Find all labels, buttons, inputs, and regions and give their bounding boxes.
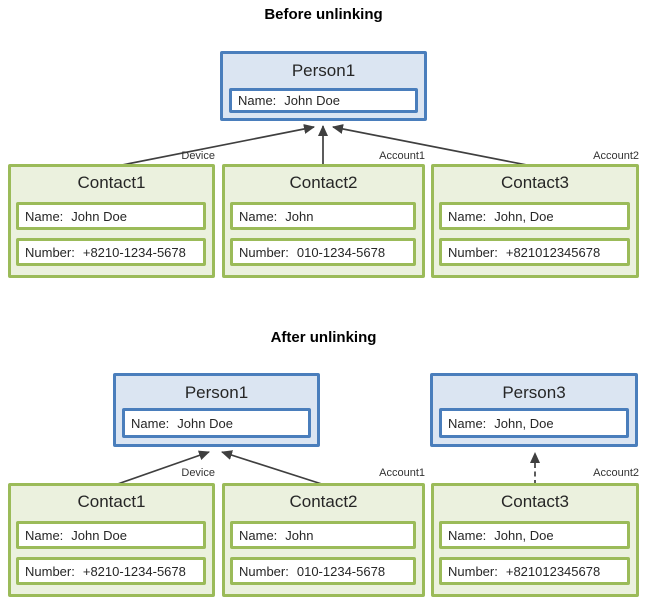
field-label: Name: xyxy=(25,527,64,543)
field-value: John, Doe xyxy=(494,527,554,543)
contact-number-field: Number: 010-1234-5678 xyxy=(230,557,416,585)
person-box-person1-before: Person1 Name: John Doe xyxy=(220,51,427,121)
field-value: +8210-1234-5678 xyxy=(82,563,186,579)
person-title: Person3 xyxy=(502,382,566,402)
field-value: 010-1234-5678 xyxy=(296,244,386,260)
connector-label-account2-before: Account2 xyxy=(593,150,639,162)
contact-name-field: Name: John xyxy=(230,521,416,549)
section-title-before: Before unlinking xyxy=(264,6,383,23)
contact-title: Contact2 xyxy=(289,492,358,511)
field-value: John, Doe xyxy=(494,415,554,431)
person-title: Person1 xyxy=(184,382,249,402)
field-label: Name: xyxy=(448,415,487,431)
field-label: Name: xyxy=(238,93,277,108)
contact-box-contact1-after: Contact1 Name: John Doe Number: +8210-12… xyxy=(8,483,215,597)
field-label: Number: xyxy=(239,244,289,260)
field-value: +821012345678 xyxy=(505,563,601,579)
contact-box-contact1-before: Contact1 Name: John Doe Number: +8210-12… xyxy=(8,164,215,278)
contact-number-field: Number: +821012345678 xyxy=(439,238,630,266)
field-label: Number: xyxy=(448,244,498,260)
contact-box-contact2-after: Contact2 Name: John Number: 010-1234-567… xyxy=(222,483,425,597)
contact-title: Contact1 xyxy=(77,492,146,511)
contact-number-field: Number: +821012345678 xyxy=(439,557,630,585)
contact-box-contact3-before: Contact3 Name: John, Doe Number: +821012… xyxy=(431,164,639,278)
contact-number-field: Number: +8210-1234-5678 xyxy=(16,557,206,585)
contact-name-field: Name: John, Doe xyxy=(439,521,630,549)
field-value: +821012345678 xyxy=(505,244,601,260)
field-value: John Doe xyxy=(284,93,340,108)
connector-contact1-person1-after xyxy=(111,450,210,487)
field-label: Name: xyxy=(131,415,170,431)
field-label: Number: xyxy=(239,563,289,579)
field-value: John, Doe xyxy=(494,208,554,224)
field-value: John xyxy=(285,527,314,543)
contact-title: Contact3 xyxy=(500,173,570,192)
field-label: Number: xyxy=(448,563,498,579)
field-value: +8210-1234-5678 xyxy=(82,244,186,260)
field-label: Name: xyxy=(239,527,278,543)
person-name-field: Name: John Doe xyxy=(122,408,311,438)
contact-title: Contact2 xyxy=(289,173,358,192)
contact-title: Contact1 xyxy=(77,173,146,192)
connector-contact2-person1-after xyxy=(221,450,329,487)
contact-number-field: Number: +8210-1234-5678 xyxy=(16,238,206,266)
section-title-after: After unlinking xyxy=(270,329,377,346)
field-label: Name: xyxy=(448,527,487,543)
contact-box-contact3-after: Contact3 Name: John, Doe Number: +821012… xyxy=(431,483,639,597)
field-value: John Doe xyxy=(71,527,127,543)
connector-contact3-person1-before xyxy=(332,124,538,168)
field-value: John Doe xyxy=(71,208,127,224)
connector-label-device-before: Device xyxy=(181,150,215,162)
contact-name-field: Name: John xyxy=(230,202,416,230)
field-value: 010-1234-5678 xyxy=(296,563,386,579)
connector-label-account2-after: Account2 xyxy=(593,467,639,479)
field-label: Name: xyxy=(448,208,487,224)
field-label: Name: xyxy=(25,208,64,224)
field-value: John xyxy=(285,208,314,224)
connector-label-account1-after: Account1 xyxy=(379,467,425,479)
contact-name-field: Name: John Doe xyxy=(16,202,206,230)
person-name-field: Name: John, Doe xyxy=(439,408,629,438)
contact-box-contact2-before: Contact2 Name: John Number: 010-1234-567… xyxy=(222,164,425,278)
contact-name-field: Name: John Doe xyxy=(16,521,206,549)
field-value: John Doe xyxy=(177,415,233,431)
contact-number-field: Number: 010-1234-5678 xyxy=(230,238,416,266)
person-name-field: Name: John Doe xyxy=(229,88,418,113)
person-box-person1-after: Person1 Name: John Doe xyxy=(113,373,320,447)
connector-label-device-after: Device xyxy=(181,467,215,479)
field-label: Name: xyxy=(239,208,278,224)
field-label: Number: xyxy=(25,244,75,260)
person-title: Person1 xyxy=(291,60,356,80)
contact-name-field: Name: John, Doe xyxy=(439,202,630,230)
field-label: Number: xyxy=(25,563,75,579)
person-box-person3-after: Person3 Name: John, Doe xyxy=(430,373,638,447)
connector-label-account1-before: Account1 xyxy=(379,150,425,162)
contact-title: Contact3 xyxy=(500,492,570,511)
connector-contact1-person1-before xyxy=(111,124,315,168)
